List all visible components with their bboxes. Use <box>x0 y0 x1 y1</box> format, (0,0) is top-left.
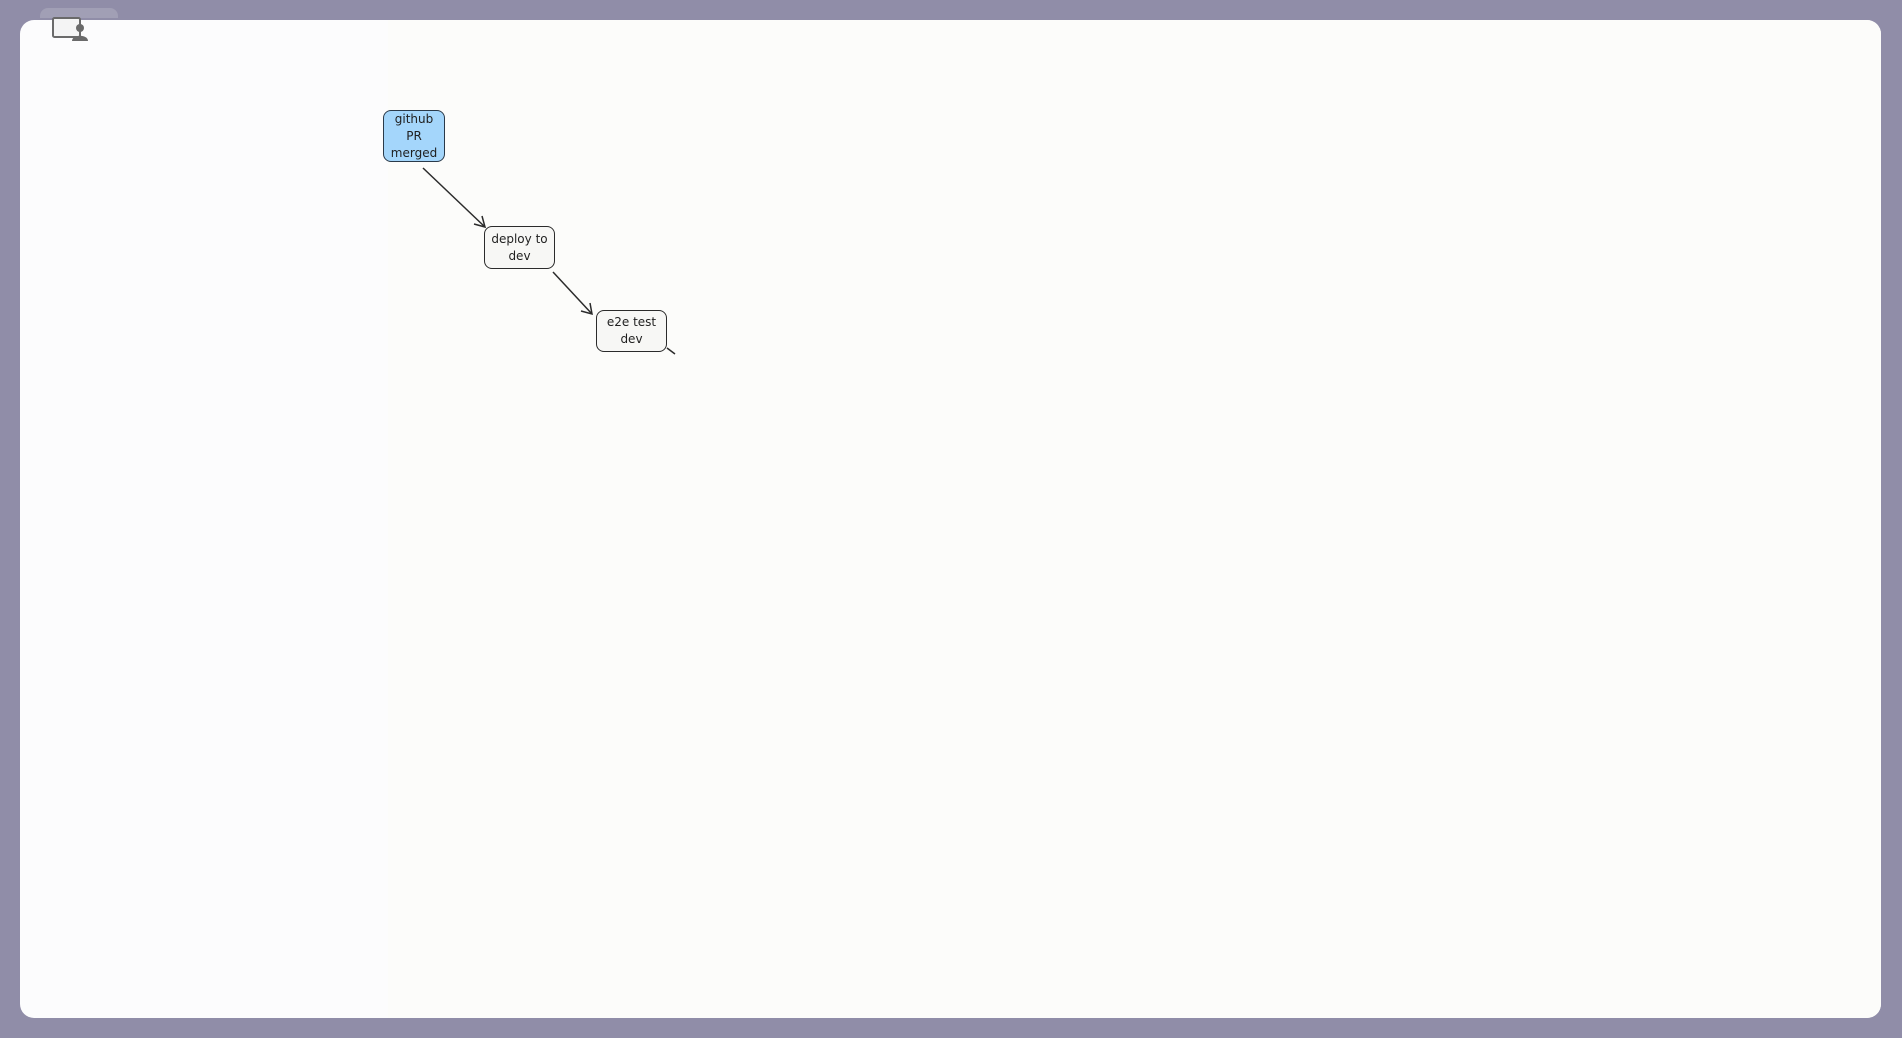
node-label: e2e test dev <box>606 315 657 346</box>
presenter-icon[interactable] <box>52 16 90 42</box>
node-e2e-test-dev[interactable]: e2e test dev <box>596 310 667 352</box>
node-deploy-to-dev[interactable]: deploy to dev <box>484 226 555 269</box>
node-label: deploy to dev <box>491 231 548 263</box>
node-label: github PR merged <box>390 111 438 160</box>
diagram-canvas[interactable] <box>20 20 1881 1018</box>
canvas-region <box>388 20 1881 1018</box>
node-github-pr-merged[interactable]: github PR merged <box>383 110 445 162</box>
window-tab <box>40 8 118 18</box>
